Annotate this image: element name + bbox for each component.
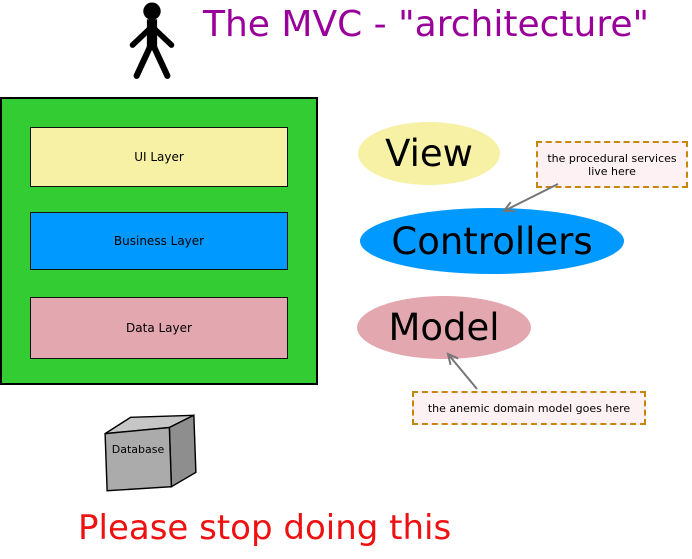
ui-layer-label: UI Layer: [134, 150, 184, 164]
layered-architecture-box: UI Layer Business Layer Data Layer: [0, 97, 318, 385]
database-label: Database: [111, 443, 165, 456]
arrow-to-controllers-icon: [502, 183, 559, 212]
data-layer-box: Data Layer: [30, 297, 288, 359]
annotation-procedural-services: the procedural services live here: [536, 141, 688, 188]
data-layer-label: Data Layer: [126, 321, 192, 335]
annotation-anemic-model: the anemic domain model goes here: [412, 391, 646, 425]
view-label: View: [385, 132, 473, 175]
annotation-anemic-text: the anemic domain model goes here: [427, 401, 631, 415]
person-icon: [129, 2, 175, 79]
view-ellipse: View: [358, 122, 500, 185]
ui-layer-box: UI Layer: [30, 127, 288, 187]
arrow-to-model-icon: [446, 352, 478, 390]
footer-warning: Please stop doing this: [78, 508, 452, 548]
controllers-label: Controllers: [391, 219, 593, 263]
model-ellipse: Model: [357, 296, 531, 359]
database-cube-icon: [104, 414, 197, 492]
business-layer-box: Business Layer: [30, 212, 288, 270]
model-label: Model: [388, 306, 500, 349]
annotation-procedural-text: the procedural services live here: [547, 151, 677, 178]
business-layer-label: Business Layer: [113, 234, 205, 248]
controllers-ellipse: Controllers: [360, 208, 624, 274]
diagram-title: The MVC - "architecture": [203, 4, 650, 45]
